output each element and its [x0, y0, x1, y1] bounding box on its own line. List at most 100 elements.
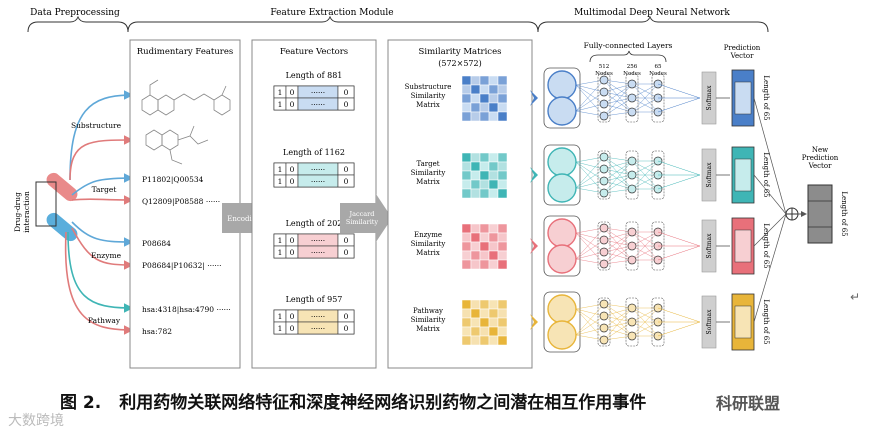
similarity-title: Similarity Matrices	[419, 47, 502, 57]
brace-preprocessing	[27, 15, 129, 33]
curve-sub-2	[69, 135, 134, 181]
feature-vector-length: Length of 1162	[283, 148, 345, 157]
softmax-label: Softmax	[706, 85, 713, 111]
feature-vector-cell: 1	[278, 177, 283, 186]
feature-vector-cell: ······	[311, 236, 325, 245]
sum-node	[785, 207, 799, 221]
enzyme-line-2: P08684|P10632| ······	[142, 261, 222, 270]
feature-vector-cell: 1	[278, 248, 283, 257]
curve-target-1	[71, 173, 134, 196]
section-feature-extraction: Feature Extraction Module	[270, 8, 393, 18]
curve-pathway-2	[64, 231, 134, 335]
node-count-label: 256	[627, 64, 638, 70]
feature-vector-cell: 0	[290, 236, 295, 245]
matrix-to-network-arrow	[530, 314, 538, 330]
softmax-label: Softmax	[706, 309, 713, 335]
feature-vector-cell: 0	[344, 236, 349, 245]
feature-vector-length: Length of 881	[286, 71, 343, 80]
curve-pathway-1	[67, 231, 134, 313]
target-line-1: P11802|Q00534	[142, 175, 204, 184]
feature-vector-cell: 0	[290, 177, 295, 186]
feature-vector-cell: 1	[278, 88, 283, 97]
feature-vector-cell: ······	[311, 165, 325, 174]
feature-vector-cell: ······	[311, 312, 325, 321]
label-target: Target	[92, 185, 117, 194]
feature-vector-cell: 0	[344, 88, 349, 97]
molecule-icon-1	[141, 79, 231, 116]
feature-vector-cell: 1	[278, 100, 283, 109]
label-substructure: Substructure	[71, 121, 122, 130]
encoding-label: Encoding	[227, 215, 261, 223]
prediction-length-label: Length of 65	[762, 75, 770, 120]
feature-vector-cell: ······	[311, 100, 325, 109]
section-mdnn: Multimodal Deep Neural Network	[574, 8, 730, 18]
feature-vector-cell: 0	[290, 312, 295, 321]
feature-vector-cell: 0	[290, 324, 295, 333]
feature-vectors-title: Feature Vectors	[280, 47, 348, 57]
prediction-length-label: Length of 65	[762, 223, 770, 268]
feature-vector-cell: 0	[344, 324, 349, 333]
matrix-to-network-arrow	[530, 90, 538, 106]
label-enzyme: Enzyme	[91, 251, 122, 260]
feature-vector-cell: 0	[344, 312, 349, 321]
curve-sub-1	[69, 90, 134, 181]
caption-figure-number: 图 2.	[60, 393, 102, 413]
feature-vector-cell: ······	[311, 324, 325, 333]
feature-vector-cell: 0	[344, 165, 349, 174]
similarity-box	[387, 39, 533, 369]
fc-title: Fully-connected Layers	[584, 41, 673, 50]
curve-enzyme-2	[71, 227, 134, 270]
feature-vector-cell: 0	[290, 88, 295, 97]
network-pathway: Softmax Length of 65	[543, 213, 787, 353]
new-prediction-vector	[807, 184, 833, 244]
fc-brace	[589, 50, 667, 63]
molecule-icon-2	[145, 125, 209, 165]
ddi-pill-icon	[35, 172, 78, 242]
pathway-line-2: hsa:782	[142, 327, 172, 336]
ddi-label: Drug-druginteraction	[13, 191, 31, 233]
brace-mdnn	[537, 15, 769, 33]
caption-text: 利用药物关联网络特征和深度神经网络识别药物之间潜在相互作用事件	[119, 393, 647, 413]
feature-vector-cell: 1	[278, 324, 283, 333]
feature-vector-cell: 1	[278, 312, 283, 321]
feature-vector-cell: 0	[290, 248, 295, 257]
watermark-right: 科研联盟	[716, 394, 781, 413]
feature-vector-length: Length of 957	[286, 295, 343, 304]
curve-enzyme-1	[71, 221, 134, 247]
curve-target-2	[71, 195, 134, 205]
watermark-left: 大数跨境	[8, 413, 64, 429]
feature-vector-cell: 1	[278, 236, 283, 245]
label-pathway: Pathway	[88, 316, 121, 325]
feature-vector-cell: ······	[311, 88, 325, 97]
similarity-size: (572×572)	[438, 59, 481, 68]
feature-vector-cell: ······	[311, 248, 325, 257]
rudimentary-title: Rudimentary Features	[137, 47, 234, 57]
matrix-to-network-arrow	[530, 238, 538, 254]
feature-vector-cell: ······	[311, 177, 325, 186]
feature-vector-length: Length of 202	[286, 219, 343, 228]
prediction-length-label: Length of 65	[762, 152, 770, 197]
matrix-to-network-arrow	[530, 167, 538, 183]
paragraph-mark: ↵	[850, 290, 861, 304]
feature-vector-cell: 1	[278, 165, 283, 174]
new-pred-length: Length of 65	[840, 191, 848, 236]
enzyme-line-1: P08684	[142, 239, 171, 248]
figure-caption: 图 2. 利用药物关联网络特征和深度神经网络识别药物之间潜在相互作用事件	[60, 388, 820, 413]
jaccard-arrow	[340, 194, 392, 242]
